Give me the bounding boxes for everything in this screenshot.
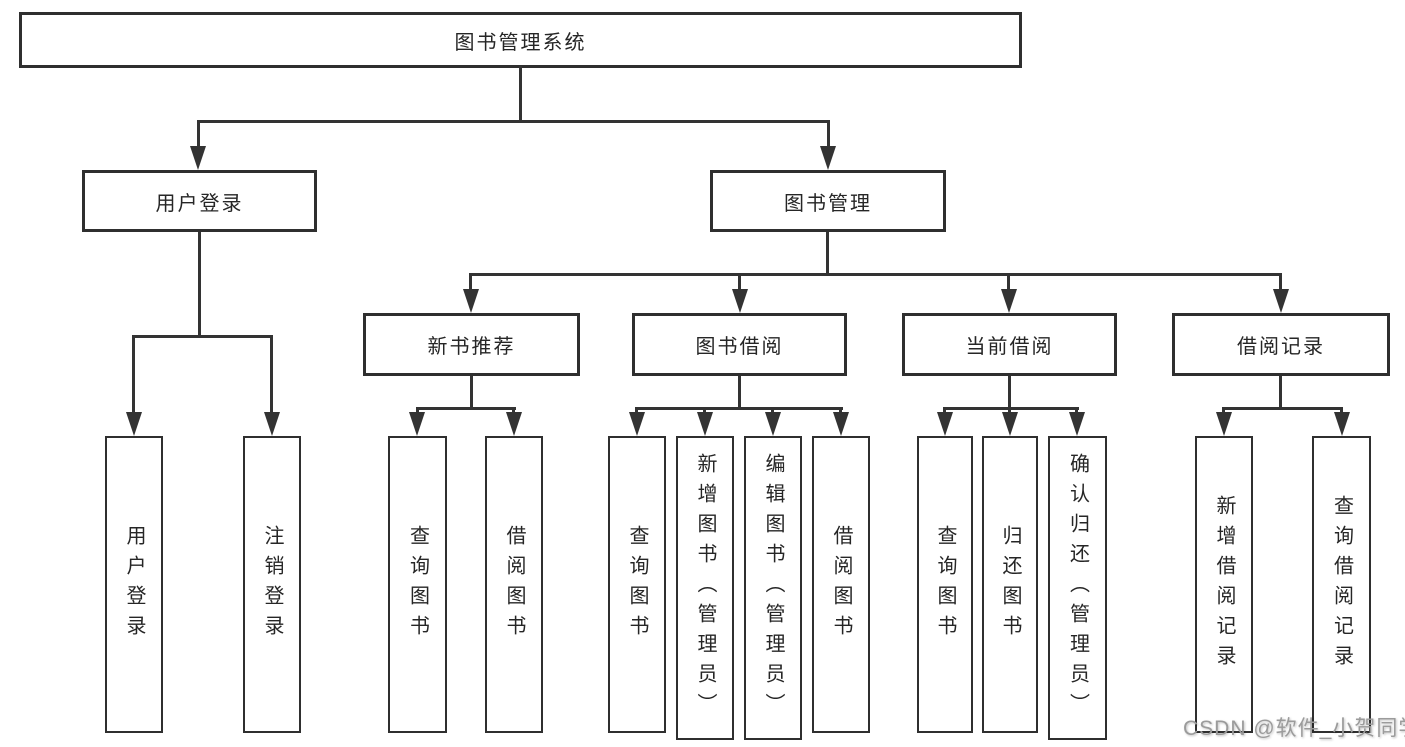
node-label: 用户登录 <box>155 192 244 215</box>
connector-vline <box>826 232 829 276</box>
connector-arrowhead <box>765 412 781 436</box>
node-label: 归还图书 <box>999 524 1021 645</box>
connector-vline <box>1008 407 1011 415</box>
connector-hline <box>132 335 273 338</box>
connector-vline <box>470 376 473 410</box>
connector-arrowhead <box>1216 412 1232 436</box>
node-user-login: 用户登录 <box>82 170 317 232</box>
node-label: 查询图书 <box>406 524 429 645</box>
connector-vline <box>635 407 638 415</box>
connector-vline <box>703 407 706 415</box>
node-leaf-borrow-books-recommend: 借阅图书 <box>485 436 543 733</box>
connector-arrowhead <box>697 412 713 436</box>
node-book-management: 图书管理 <box>710 170 946 232</box>
node-leaf-borrow-books: 借阅图书 <box>812 436 870 733</box>
node-library-management-system: 图书管理系统 <box>19 12 1022 68</box>
node-leaf-query-borrow-record: 查询借阅记录 <box>1312 436 1371 733</box>
node-label: 新增借阅记录 <box>1213 494 1235 675</box>
connector-vline <box>198 232 201 338</box>
node-label: 用户登录 <box>123 524 145 645</box>
node-leaf-query-books-current: 查询图书 <box>917 436 973 733</box>
node-leaf-user-login: 用户登录 <box>105 436 163 733</box>
connector-arrowhead <box>629 412 645 436</box>
connector-vline <box>132 335 135 412</box>
connector-vline <box>1008 376 1011 410</box>
connector-hline <box>1222 407 1343 410</box>
node-borrowing-records: 借阅记录 <box>1172 313 1390 376</box>
node-leaf-confirm-return-admin: 确认归还（管理员） <box>1048 436 1107 740</box>
node-leaf-query-books-recommend: 查询图书 <box>388 436 447 733</box>
connector-arrowhead <box>506 412 522 436</box>
node-label: 查询图书 <box>626 524 648 645</box>
connector-vline <box>197 120 200 148</box>
node-label: 图书管理 <box>784 192 872 215</box>
node-label: 编辑图书（管理员） <box>762 453 784 723</box>
connector-vline <box>943 407 946 415</box>
node-label: 当前借阅 <box>965 336 1054 358</box>
node-label: 确认归还（管理员） <box>1066 453 1089 723</box>
connector-arrowhead <box>463 289 479 313</box>
node-label: 借阅图书 <box>830 524 852 645</box>
node-leaf-logout: 注销登录 <box>243 436 301 733</box>
connector-vline <box>1279 376 1282 410</box>
connector-arrowhead <box>409 412 425 436</box>
connector-arrowhead <box>126 412 142 436</box>
connector-vline <box>738 273 741 292</box>
connector-vline <box>1222 407 1225 415</box>
connector-vline <box>1279 273 1282 292</box>
node-label: 查询借阅记录 <box>1330 494 1353 675</box>
node-leaf-add-book-admin: 新增图书（管理员） <box>676 436 734 740</box>
connector-arrowhead <box>1273 289 1289 313</box>
connector-arrowhead <box>264 412 280 436</box>
node-label: 图书管理系统 <box>454 31 587 54</box>
connector-hline <box>470 273 1282 276</box>
connector-vline <box>1340 407 1343 415</box>
connector-vline <box>519 66 522 123</box>
connector-vline <box>738 376 741 410</box>
connector-arrowhead <box>937 412 953 436</box>
connector-vline <box>416 407 419 415</box>
connector-vline <box>469 273 472 292</box>
node-book-borrowing: 图书借阅 <box>632 313 847 376</box>
connector-hline <box>416 407 516 410</box>
node-leaf-query-books-borrow: 查询图书 <box>608 436 666 733</box>
node-current-borrowing: 当前借阅 <box>902 313 1117 376</box>
connector-arrowhead <box>820 146 836 170</box>
connector-vline <box>1075 407 1078 415</box>
connector-vline <box>270 335 273 412</box>
node-new-book-recommend: 新书推荐 <box>363 313 580 376</box>
node-label: 查询图书 <box>934 524 956 645</box>
connector-arrowhead <box>1069 412 1085 436</box>
connector-arrowhead <box>1334 412 1350 436</box>
node-label: 新书推荐 <box>427 336 516 358</box>
node-leaf-return-book: 归还图书 <box>982 436 1038 733</box>
connector-arrowhead <box>1002 412 1018 436</box>
connector-vline <box>827 120 830 148</box>
connector-vline <box>771 407 774 415</box>
connector-arrowhead <box>1001 289 1017 313</box>
node-label: 新增图书（管理员） <box>694 453 716 723</box>
csdn-watermark: CSDN @软件_小贺同学 <box>1183 717 1405 740</box>
connector-arrowhead <box>190 146 206 170</box>
connector-arrowhead <box>833 412 849 436</box>
connector-hline <box>197 120 830 123</box>
node-leaf-edit-book-admin: 编辑图书（管理员） <box>744 436 802 740</box>
node-leaf-add-borrow-record: 新增借阅记录 <box>1195 436 1253 733</box>
connector-vline <box>839 407 842 415</box>
node-label: 图书借阅 <box>695 336 784 358</box>
connector-hline <box>635 407 843 410</box>
node-label: 借阅记录 <box>1237 336 1325 358</box>
node-label: 注销登录 <box>261 524 283 645</box>
connector-vline <box>512 407 515 415</box>
connector-arrowhead <box>732 289 748 313</box>
connector-hline <box>943 407 1079 410</box>
connector-vline <box>1007 273 1010 292</box>
node-label: 借阅图书 <box>503 524 525 645</box>
